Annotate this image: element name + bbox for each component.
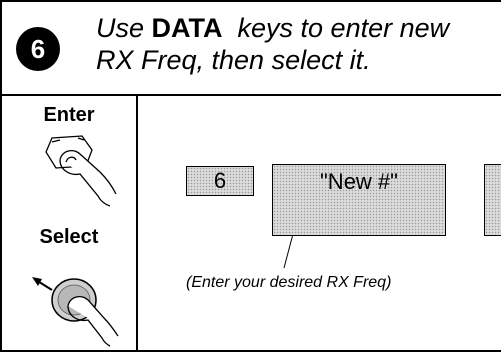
step-header: 6 Use DATA keys to enter new RX Freq, th…: [0, 0, 501, 96]
display-box-step: 6: [186, 166, 254, 196]
select-key-label: Select: [39, 226, 99, 248]
rx-freq-caption: (Enter your desired RX Freq): [186, 274, 392, 291]
instruction-key-name: DATA: [151, 13, 223, 43]
step-instruction: Use DATA keys to enter new RX Freq, then…: [96, 12, 501, 76]
display-box-step-text: 6: [213, 168, 227, 193]
display-box-new-number: "New #": [272, 164, 446, 236]
select-knob-icon[interactable]: [32, 277, 119, 347]
enter-key-icon[interactable]: [45, 135, 117, 207]
instruction-line1-pre: Use: [96, 13, 152, 43]
instruction-line1-post: keys to enter new: [222, 13, 450, 43]
enter-key-label: Enter: [43, 104, 95, 126]
display-box-partial: [484, 164, 501, 236]
key-column: Enter Select: [0, 96, 138, 352]
display-box-new-number-text: "New #": [320, 169, 398, 194]
instruction-line2: RX Freq, then select it.: [96, 45, 371, 75]
step-number-badge: 6: [16, 27, 60, 71]
